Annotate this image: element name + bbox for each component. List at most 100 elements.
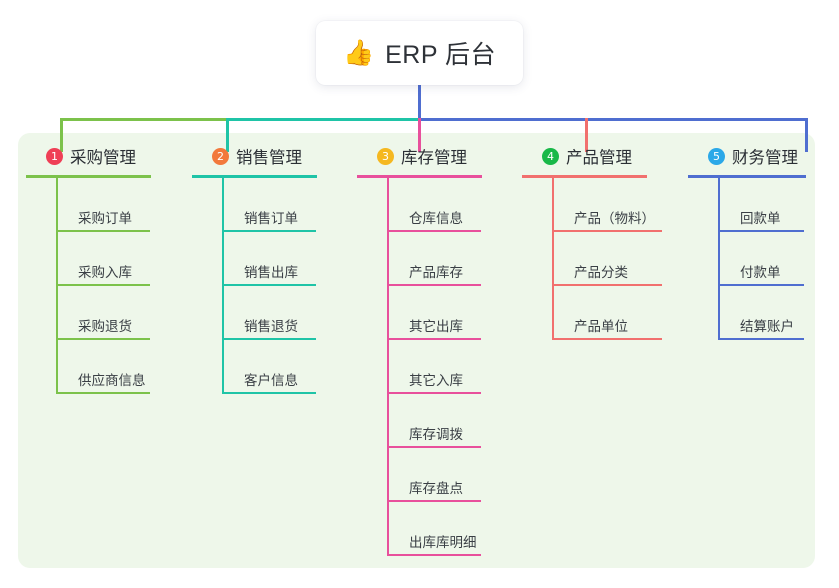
branch-item-rule <box>387 338 481 340</box>
branch-column-5: 5 财务管理回款单付款单结算账户 <box>688 144 806 340</box>
list-item[interactable]: 产品单位 <box>552 286 662 340</box>
branch-item-rule <box>552 230 662 232</box>
branch-badge-2: 2 <box>212 147 229 165</box>
branch-item-label: 采购退货 <box>78 319 132 335</box>
connector-bus-segment-1 <box>60 118 227 121</box>
branch-spine-2 <box>222 178 224 394</box>
branch-title-5: 财务管理 <box>732 149 798 167</box>
connector-bus-segment-3 <box>419 118 808 121</box>
list-item[interactable]: 产品（物料） <box>552 178 662 232</box>
connector-drop-1 <box>60 118 63 152</box>
branch-column-3: 3 库存管理仓库信息产品库存其它出库其它入库库存调拨库存盘点出库库明细 <box>357 144 482 556</box>
branch-header-rule-1 <box>26 175 151 178</box>
list-item[interactable]: 结算账户 <box>718 286 806 340</box>
branch-header-rule-3 <box>357 175 482 178</box>
branch-item-rule <box>222 230 316 232</box>
branch-badge-5: 5 <box>708 147 725 165</box>
branch-item-rule <box>387 554 481 556</box>
branch-spine-5 <box>718 178 720 340</box>
branch-item-rule <box>387 284 481 286</box>
branch-item-rule <box>718 230 804 232</box>
branch-item-rule <box>56 230 150 232</box>
branch-header-4[interactable]: 4 产品管理 <box>522 144 655 168</box>
branch-item-label: 结算账户 <box>740 319 794 335</box>
connector-drop-4 <box>585 118 588 152</box>
connector-bus-segment-2 <box>227 118 419 121</box>
list-item[interactable]: 采购订单 <box>56 178 151 232</box>
branch-title-3: 库存管理 <box>401 149 467 167</box>
connector-root-stem <box>418 85 421 120</box>
list-item[interactable]: 付款单 <box>718 232 806 286</box>
list-item[interactable]: 销售出库 <box>222 232 317 286</box>
list-item[interactable]: 客户信息 <box>222 340 317 394</box>
branch-item-label: 产品分类 <box>574 265 628 281</box>
branch-header-2[interactable]: 2 销售管理 <box>192 144 317 168</box>
branch-item-rule <box>222 284 316 286</box>
branch-items-3: 仓库信息产品库存其它出库其它入库库存调拨库存盘点出库库明细 <box>357 178 482 556</box>
list-item[interactable]: 库存调拨 <box>387 394 482 448</box>
branch-header-rule-5 <box>688 175 806 178</box>
branch-item-label: 产品（物料） <box>574 211 655 227</box>
branch-spine-1 <box>56 178 58 394</box>
branch-item-rule <box>718 338 804 340</box>
branch-items-2: 销售订单销售出库销售退货客户信息 <box>192 178 317 394</box>
list-item[interactable]: 回款单 <box>718 178 806 232</box>
branch-spine-4 <box>552 178 554 340</box>
list-item[interactable]: 出库库明细 <box>387 502 482 556</box>
branch-item-rule <box>387 230 481 232</box>
connector-drop-2 <box>226 118 229 152</box>
list-item[interactable]: 供应商信息 <box>56 340 151 394</box>
branch-header-rule-2 <box>192 175 317 178</box>
branch-items-5: 回款单付款单结算账户 <box>688 178 806 340</box>
branch-item-rule <box>56 338 150 340</box>
branch-title-2: 销售管理 <box>236 149 302 167</box>
branch-item-label: 销售订单 <box>244 211 298 227</box>
branch-title-4: 产品管理 <box>566 149 632 167</box>
branch-item-label: 销售出库 <box>244 265 298 281</box>
list-item[interactable]: 销售订单 <box>222 178 317 232</box>
branch-column-4: 4 产品管理产品（物料） 产品分类产品单位 <box>522 144 662 340</box>
branch-item-label: 库存调拨 <box>409 427 463 443</box>
branch-item-rule <box>387 392 481 394</box>
branch-badge-4: 4 <box>542 147 559 165</box>
list-item[interactable]: 库存盘点 <box>387 448 482 502</box>
branch-item-label: 采购订单 <box>78 211 132 227</box>
branch-item-label: 回款单 <box>740 211 781 227</box>
list-item[interactable]: 采购入库 <box>56 232 151 286</box>
branch-item-rule <box>387 500 481 502</box>
branch-header-rule-4 <box>522 175 647 178</box>
connector-drop-5 <box>805 118 808 152</box>
branch-column-2: 2 销售管理销售订单销售出库销售退货客户信息 <box>192 144 317 394</box>
list-item[interactable]: 产品分类 <box>552 232 662 286</box>
branch-item-rule <box>552 284 662 286</box>
list-item[interactable]: 其它入库 <box>387 340 482 394</box>
branch-item-rule <box>387 446 481 448</box>
root-node-card[interactable]: 👍 ERP 后台 <box>316 21 523 85</box>
list-item[interactable]: 仓库信息 <box>387 178 482 232</box>
branch-item-label: 出库库明细 <box>409 535 477 551</box>
list-item[interactable]: 产品库存 <box>387 232 482 286</box>
branch-items-4: 产品（物料） 产品分类产品单位 <box>522 178 662 340</box>
branch-item-rule <box>552 338 662 340</box>
branch-badge-1: 1 <box>46 147 63 165</box>
branch-item-label: 供应商信息 <box>78 373 146 389</box>
branch-header-3[interactable]: 3 库存管理 <box>357 144 482 168</box>
list-item[interactable]: 其它出库 <box>387 286 482 340</box>
branch-item-rule <box>222 338 316 340</box>
branch-item-label: 付款单 <box>740 265 781 281</box>
branch-header-5[interactable]: 5 财务管理 <box>688 144 806 168</box>
branch-item-label: 其它出库 <box>409 319 463 335</box>
branch-item-label: 产品库存 <box>409 265 463 281</box>
diagram-background-panel <box>18 133 815 568</box>
branch-item-rule <box>718 284 804 286</box>
list-item[interactable]: 销售退货 <box>222 286 317 340</box>
branch-item-label: 库存盘点 <box>409 481 463 497</box>
branch-item-label: 客户信息 <box>244 373 298 389</box>
branch-item-rule <box>222 392 316 394</box>
branch-item-label: 销售退货 <box>244 319 298 335</box>
list-item[interactable]: 采购退货 <box>56 286 151 340</box>
branch-badge-3: 3 <box>377 147 394 165</box>
branch-spine-3 <box>387 178 389 556</box>
